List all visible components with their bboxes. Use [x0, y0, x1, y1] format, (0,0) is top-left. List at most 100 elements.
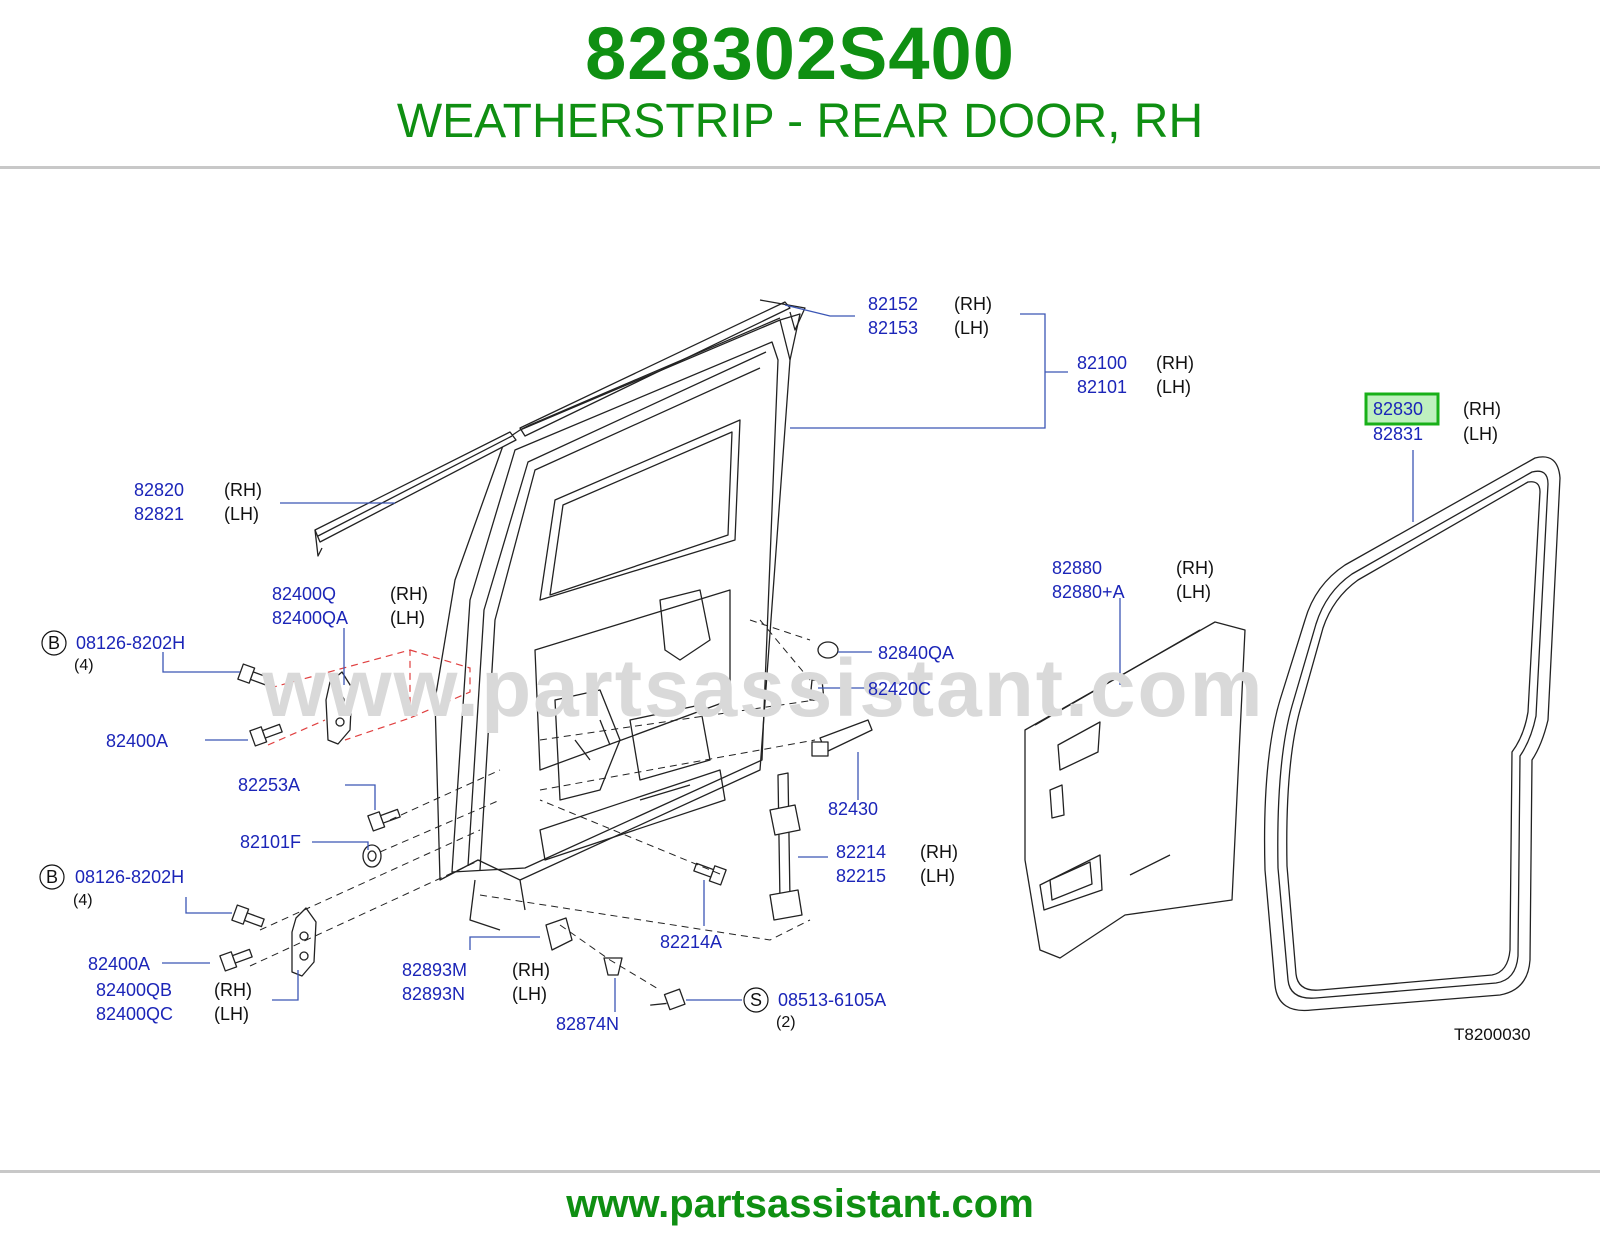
- rail-drawing: [769, 772, 803, 921]
- trim-panel-drawing: [1024, 621, 1246, 959]
- side-label: (RH): [512, 960, 550, 980]
- part-link-82101f[interactable]: 82101F: [240, 832, 301, 852]
- door-shell-drawing: [434, 313, 801, 931]
- callout-82880[interactable]: 82880 (RH): [1052, 558, 1214, 578]
- side-label: (LH): [512, 984, 547, 1004]
- part-link-82893m[interactable]: 82893M: [402, 960, 467, 980]
- part-link-82840qa[interactable]: 82840QA: [878, 643, 954, 663]
- part-link-82214[interactable]: 82214: [836, 842, 886, 862]
- part-link-08513-6105a[interactable]: 08513-6105A: [778, 990, 886, 1010]
- callout-82831[interactable]: 82831 (LH): [1373, 424, 1498, 444]
- part-link-82430[interactable]: 82430: [828, 799, 878, 819]
- callout-82152[interactable]: 82152 (RH): [868, 294, 992, 314]
- side-label: (RH): [1156, 353, 1194, 373]
- side-label: (RH): [920, 842, 958, 862]
- part-link-82214a[interactable]: 82214A: [660, 932, 722, 952]
- callout-prefix: B: [48, 633, 60, 653]
- callout-82153[interactable]: 82153 (LH): [868, 318, 989, 338]
- footer-website-link[interactable]: www.partsassistant.com: [566, 1182, 1034, 1226]
- callout-82830-highlighted[interactable]: 82830 (RH): [1364, 392, 1501, 426]
- callout-08513-6105a[interactable]: S 08513-6105A (2): [743, 987, 886, 1031]
- side-label: (RH): [214, 980, 252, 1000]
- callout-82821[interactable]: 82821 (LH): [134, 504, 259, 524]
- callout-82100[interactable]: 82100 (RH): [1077, 353, 1194, 373]
- part-link-82400qb[interactable]: 82400QB: [96, 980, 172, 1000]
- callout-82101[interactable]: 82101 (LH): [1077, 377, 1191, 397]
- bolt-drawings: [219, 663, 727, 972]
- part-link-82101[interactable]: 82101: [1077, 377, 1127, 397]
- part-link-82831[interactable]: 82831: [1373, 424, 1423, 444]
- part-link-82874n[interactable]: 82874N: [556, 1014, 619, 1034]
- selected-part-highlight: [1364, 392, 1440, 426]
- part-link-82420c[interactable]: 82420C: [868, 679, 931, 699]
- callout-82214[interactable]: 82214 (RH): [836, 842, 958, 862]
- moulding-strip-drawing: [314, 431, 517, 557]
- part-link-82830[interactable]: 82830: [1373, 399, 1423, 419]
- part-link-08126-8202h[interactable]: 08126-8202H: [76, 633, 185, 653]
- callout-82400qb[interactable]: 82400QB (RH): [96, 980, 252, 1000]
- quantity-label: (4): [73, 892, 93, 909]
- side-label: (LH): [390, 608, 425, 628]
- callout-82214a[interactable]: 82214A: [660, 932, 722, 952]
- part-link-82215[interactable]: 82215: [836, 866, 886, 886]
- side-label: (LH): [1176, 582, 1211, 602]
- callout-82893n[interactable]: 82893N (LH): [402, 984, 547, 1004]
- side-label: (LH): [224, 504, 259, 524]
- callout-82253a[interactable]: 82253A: [238, 775, 300, 795]
- part-link-82400a[interactable]: 82400A: [88, 954, 150, 974]
- callout-82840qa[interactable]: 82840QA: [878, 643, 954, 663]
- leader-lines: [162, 304, 1414, 1012]
- part-link-82400a[interactable]: 82400A: [106, 731, 168, 751]
- weatherstrip-drawing: [1263, 456, 1561, 1012]
- callout-82400qc[interactable]: 82400QC (LH): [96, 1004, 249, 1024]
- header-divider: [0, 166, 1600, 169]
- part-link-82153[interactable]: 82153: [868, 318, 918, 338]
- lower-hinge-drawing: [291, 907, 317, 977]
- part-link-82820[interactable]: 82820: [134, 480, 184, 500]
- part-link-82880a[interactable]: 82880+A: [1052, 582, 1125, 602]
- callout-82400qa[interactable]: 82400QA (LH): [272, 608, 425, 628]
- b-symbol-icon: [41, 630, 67, 656]
- diagram-reference-code: T8200030: [1454, 1025, 1531, 1044]
- callout-82874n[interactable]: 82874N: [556, 1014, 619, 1034]
- upper-hinge-drawing: [325, 671, 353, 745]
- s-symbol-icon: [743, 987, 769, 1013]
- side-label: (LH): [1156, 377, 1191, 397]
- callout-82880a[interactable]: 82880+A (LH): [1052, 582, 1211, 602]
- callout-82893m[interactable]: 82893M (RH): [402, 960, 550, 980]
- part-link-82400qa[interactable]: 82400QA: [272, 608, 348, 628]
- callout-08126-lower[interactable]: B 08126-8202H (4): [39, 864, 184, 909]
- side-label: (LH): [214, 1004, 249, 1024]
- part-link-82893n[interactable]: 82893N: [402, 984, 465, 1004]
- footer-divider: [0, 1170, 1600, 1173]
- quantity-label: (4): [74, 657, 94, 674]
- side-label: (LH): [954, 318, 989, 338]
- side-label: (RH): [224, 480, 262, 500]
- side-label: (RH): [390, 584, 428, 604]
- callout-82400q[interactable]: 82400Q (RH): [272, 584, 428, 604]
- part-link-82100[interactable]: 82100: [1077, 353, 1127, 373]
- part-link-82253a[interactable]: 82253A: [238, 775, 300, 795]
- callout-08126-upper[interactable]: B 08126-8202H (4): [41, 630, 185, 674]
- callout-82420c[interactable]: 82420C: [868, 679, 931, 699]
- part-description: WEATHERSTRIP - REAR DOOR, RH: [396, 95, 1204, 148]
- callout-82430[interactable]: 82430: [828, 799, 878, 819]
- side-label: (RH): [954, 294, 992, 314]
- part-link-82152[interactable]: 82152: [868, 294, 918, 314]
- callout-82101f[interactable]: 82101F: [240, 832, 301, 852]
- quantity-label: (2): [776, 1014, 796, 1031]
- callout-82215[interactable]: 82215 (LH): [836, 866, 955, 886]
- callout-prefix: B: [46, 867, 58, 887]
- part-link-82880[interactable]: 82880: [1052, 558, 1102, 578]
- part-link-82821[interactable]: 82821: [134, 504, 184, 524]
- small-parts-drawings: [545, 641, 873, 1011]
- part-link-08126-8202h[interactable]: 08126-8202H: [75, 867, 184, 887]
- part-link-82400q[interactable]: 82400Q: [272, 584, 336, 604]
- side-label: (RH): [1463, 399, 1501, 419]
- callout-82400a-lower[interactable]: 82400A: [88, 954, 150, 974]
- part-number-title: 828302S400: [585, 12, 1015, 95]
- part-link-82400qc[interactable]: 82400QC: [96, 1004, 173, 1024]
- callout-82820[interactable]: 82820 (RH): [134, 480, 262, 500]
- b-symbol-icon: [39, 864, 65, 890]
- callout-82400a-upper[interactable]: 82400A: [106, 731, 168, 751]
